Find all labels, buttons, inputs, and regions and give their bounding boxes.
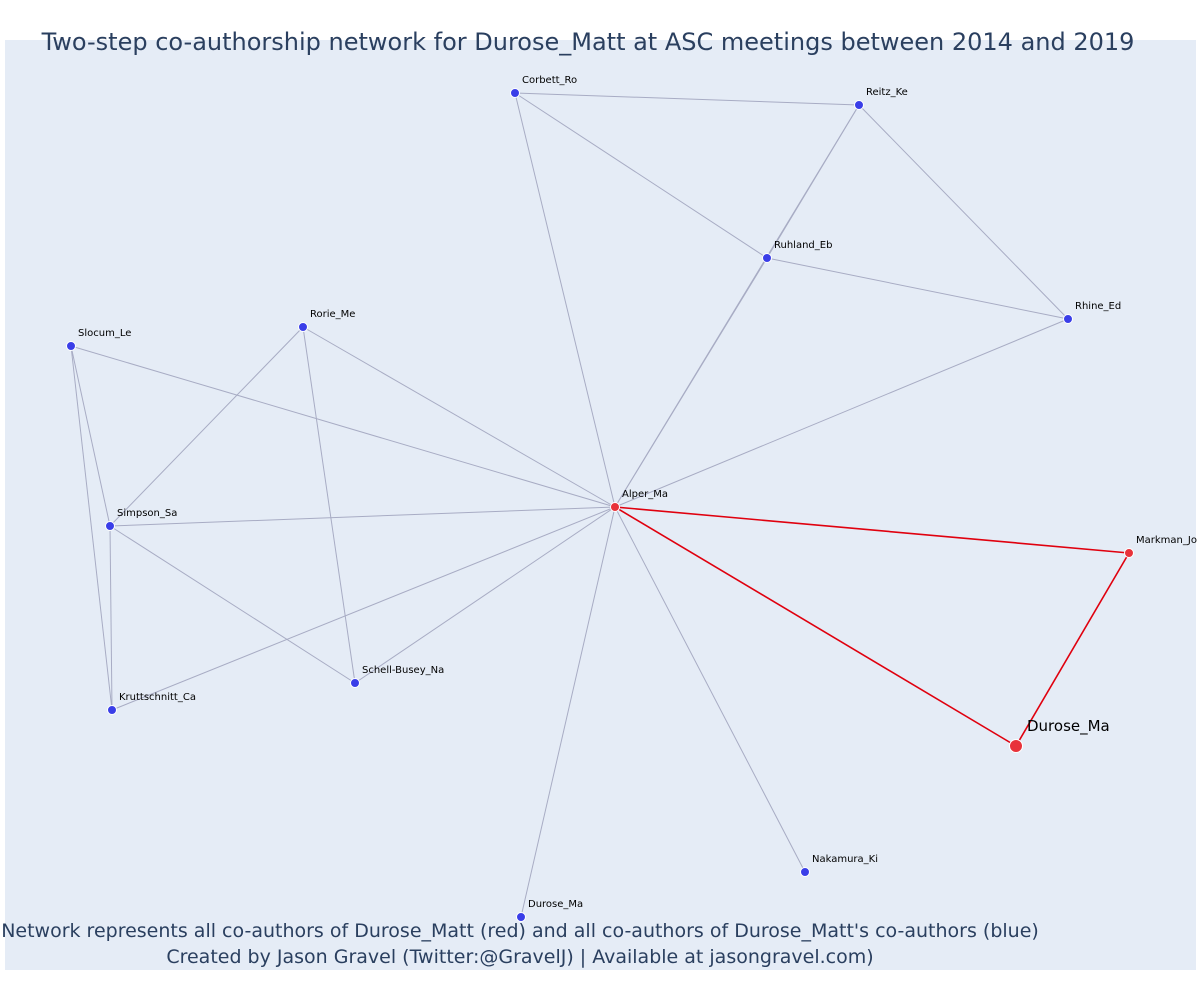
node-corbett[interactable] bbox=[510, 88, 520, 98]
node-rhine[interactable] bbox=[1063, 314, 1073, 324]
edge-layer bbox=[70, 92, 1130, 918]
node-label-reitz: Reitz_Ke bbox=[866, 87, 908, 98]
node-label-durose_b: Durose_Ma bbox=[528, 899, 583, 910]
edge-slocum-kruttschnitt bbox=[70, 345, 113, 711]
edge-nakamura-alper bbox=[614, 506, 806, 873]
edge-simpson-kruttschnitt bbox=[109, 525, 113, 711]
node-nakamura[interactable] bbox=[800, 867, 810, 877]
node-label-kruttschnitt: Kruttschnitt_Ca bbox=[119, 692, 196, 703]
node-kruttschnitt[interactable] bbox=[107, 705, 117, 715]
node-slocum[interactable] bbox=[66, 341, 76, 351]
footer-line-2: Created by Jason Gravel (Twitter:@Gravel… bbox=[166, 946, 874, 968]
chart-title: Two-step co-authorship network for Duros… bbox=[41, 28, 1135, 56]
edge-ruhland-alper bbox=[614, 257, 768, 508]
node-label-nakamura: Nakamura_Ki bbox=[812, 854, 878, 865]
node-rorie[interactable] bbox=[298, 322, 308, 332]
edge-alper-markman bbox=[614, 506, 1130, 554]
node-layer bbox=[66, 88, 1134, 922]
edge-rorie-simpson bbox=[109, 326, 304, 527]
edge-simpson-schell bbox=[109, 525, 356, 684]
node-label-markman: Markman_Jo bbox=[1136, 535, 1197, 546]
edge-kruttschnitt-alper bbox=[111, 506, 616, 711]
node-reitz[interactable] bbox=[854, 100, 864, 110]
edge-ruhland-rhine bbox=[766, 257, 1069, 320]
edge-reitz-rhine bbox=[858, 104, 1069, 320]
edge-corbett-alper bbox=[514, 92, 616, 508]
node-durose_b[interactable] bbox=[516, 912, 526, 922]
edge-rorie-schell bbox=[302, 326, 356, 684]
edge-corbett-ruhland bbox=[514, 92, 768, 259]
edge-rorie-alper bbox=[302, 326, 616, 508]
node-label-durose_main: Durose_Ma bbox=[1027, 717, 1110, 736]
node-label-ruhland: Ruhland_Eb bbox=[774, 240, 832, 251]
plot-area bbox=[5, 40, 1196, 970]
edge-durose_b-alper bbox=[520, 506, 616, 918]
edge-slocum-alper bbox=[70, 345, 616, 508]
node-alper[interactable] bbox=[610, 502, 620, 512]
node-durose_main[interactable] bbox=[1009, 739, 1023, 753]
node-label-corbett: Corbett_Ro bbox=[522, 75, 577, 86]
node-markman[interactable] bbox=[1124, 548, 1134, 558]
edge-corbett-reitz bbox=[514, 92, 860, 106]
edge-rhine-alper bbox=[614, 318, 1069, 508]
footer-caption: Network represents all co-authors of Dur… bbox=[0, 918, 1040, 970]
node-label-alper: Alper_Ma bbox=[622, 489, 668, 500]
edge-simpson-alper bbox=[109, 506, 616, 527]
node-ruhland[interactable] bbox=[762, 253, 772, 263]
node-label-schell: Schell-Busey_Na bbox=[362, 665, 444, 676]
label-layer: Corbett_RoReitz_KeRuhland_EbRhine_EdRori… bbox=[78, 75, 1197, 910]
node-simpson[interactable] bbox=[105, 521, 115, 531]
edge-schell-alper bbox=[354, 506, 616, 684]
node-label-rhine: Rhine_Ed bbox=[1075, 301, 1121, 312]
footer-line-1: Network represents all co-authors of Dur… bbox=[1, 920, 1039, 942]
node-label-slocum: Slocum_Le bbox=[78, 328, 131, 339]
node-label-rorie: Rorie_Me bbox=[310, 309, 355, 320]
node-label-simpson: Simpson_Sa bbox=[117, 508, 177, 519]
node-schell[interactable] bbox=[350, 678, 360, 688]
edge-alper-durose_main bbox=[614, 506, 1017, 747]
edge-markman-durose_main bbox=[1015, 552, 1130, 747]
edge-slocum-simpson bbox=[70, 345, 111, 527]
